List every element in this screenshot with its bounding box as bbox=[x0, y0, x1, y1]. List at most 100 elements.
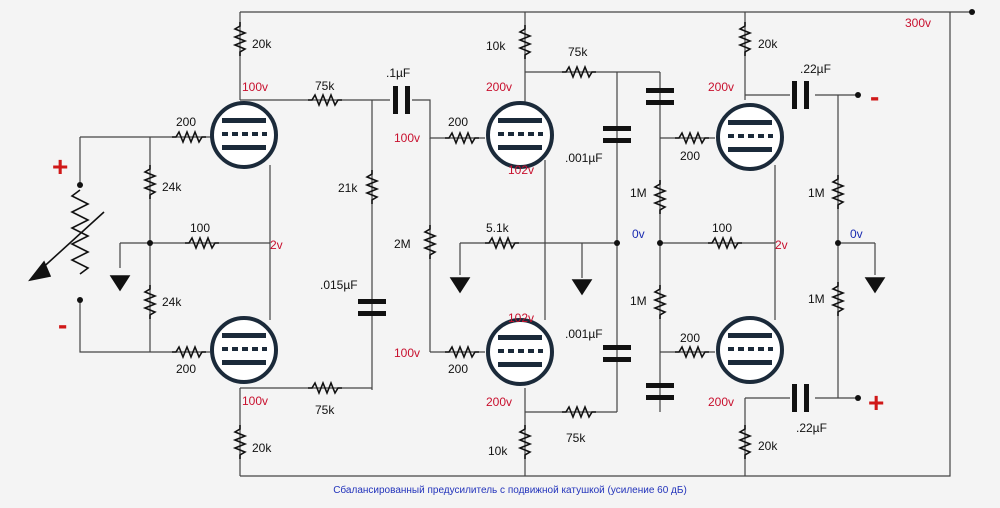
junction-dots bbox=[77, 9, 975, 401]
resistor-r7-200 bbox=[172, 344, 206, 360]
label-r18: 10k bbox=[488, 444, 508, 458]
label-r25: 20k bbox=[758, 439, 778, 453]
label-r26: 1M bbox=[808, 186, 825, 200]
resistor-r12-200 bbox=[445, 130, 479, 146]
resistor-r14-10k bbox=[517, 25, 533, 59]
label-r2: 75k bbox=[315, 79, 335, 93]
label-r9: 20k bbox=[252, 441, 272, 455]
label-r4: 24k bbox=[162, 180, 182, 194]
ground-icon bbox=[865, 277, 885, 293]
tube-v2b-icon bbox=[486, 318, 554, 386]
labels: 300v + - - + 20k 100v 200 24k 100 2v 24k… bbox=[52, 16, 931, 496]
capacitor-c8-022u bbox=[792, 384, 809, 412]
resistor-r27-1m bbox=[830, 282, 846, 316]
capacitors bbox=[358, 81, 809, 412]
capacitor-c5 bbox=[646, 88, 674, 105]
input-minus-sign: - bbox=[58, 309, 67, 340]
label-r14: 10k bbox=[486, 39, 506, 53]
voltage-v2b-plate: 200v bbox=[486, 395, 512, 409]
tube-v3b-icon bbox=[716, 316, 784, 384]
ground-icon bbox=[450, 277, 470, 293]
resistor-r15-75k bbox=[562, 64, 596, 80]
resistor-r3-200 bbox=[172, 129, 206, 145]
resistor-r21-200 bbox=[675, 130, 709, 146]
capacitor-c2-015u bbox=[358, 299, 386, 316]
label-r20: 1M bbox=[630, 294, 647, 308]
voltage-v2a-plate: 200v bbox=[486, 80, 512, 94]
resistor-r26-1m bbox=[830, 175, 846, 209]
tube-v1b-icon bbox=[210, 316, 278, 384]
label-r23: 200 bbox=[680, 331, 700, 345]
voltage-v1a-plate: 100v bbox=[242, 80, 268, 94]
resistor-r16-5k1 bbox=[485, 235, 519, 251]
resistor-r22-100 bbox=[708, 235, 742, 251]
voltage-v3b-plate: 200v bbox=[708, 395, 734, 409]
label-r24: 20k bbox=[758, 37, 778, 51]
capacitor-c3-001u bbox=[603, 126, 631, 143]
moving-coil-cartridge-icon bbox=[28, 189, 105, 282]
voltage-v2a-grid: 100v bbox=[394, 131, 420, 145]
label-r21: 200 bbox=[680, 149, 700, 163]
tube-v2a-icon bbox=[486, 101, 554, 169]
resistor-r8-75k bbox=[308, 380, 342, 396]
label-r11: 2M bbox=[394, 237, 411, 251]
diagram-caption: Сбалансированный предусилитель с подвижн… bbox=[333, 484, 687, 496]
input-plus-sign: + bbox=[52, 151, 68, 182]
resistor-r2-75k bbox=[308, 92, 342, 108]
label-r13: 200 bbox=[448, 362, 468, 376]
label-r10: 21k bbox=[338, 181, 358, 195]
voltage-v1b-plate: 100v bbox=[242, 394, 268, 408]
resistor-r18-10k bbox=[517, 425, 533, 459]
tube-v1a-icon bbox=[210, 101, 278, 169]
supply-voltage: 300v bbox=[905, 16, 931, 30]
label-r3: 200 bbox=[176, 115, 196, 129]
resistor-r17-75k bbox=[562, 404, 596, 420]
capacitor-c4-001u bbox=[603, 345, 631, 362]
resistor-r20-1m bbox=[652, 285, 668, 319]
label-c7: .22µF bbox=[800, 62, 831, 76]
label-r27: 1M bbox=[808, 292, 825, 306]
voltage-stage3-cathode: 2v bbox=[775, 238, 788, 252]
capacitor-c1-0u1 bbox=[393, 86, 410, 114]
label-c1: .1µF bbox=[386, 66, 410, 80]
resistor-r10-21k bbox=[364, 170, 380, 204]
voltage-stage1-cathode: 2v bbox=[270, 238, 283, 252]
resistor-r23-200 bbox=[675, 344, 709, 360]
label-c2: .015µF bbox=[320, 278, 358, 292]
resistor-r13-200 bbox=[445, 344, 479, 360]
voltage-stage2-center: 0v bbox=[632, 227, 645, 241]
output-minus-sign: - bbox=[870, 81, 879, 112]
resistor-r24-20k bbox=[737, 22, 753, 56]
label-r1: 20k bbox=[252, 37, 272, 51]
label-r12: 200 bbox=[448, 115, 468, 129]
label-r19: 1M bbox=[630, 186, 647, 200]
label-r17: 75k bbox=[566, 431, 586, 445]
label-r22: 100 bbox=[712, 221, 732, 235]
label-c4: .001µF bbox=[565, 327, 603, 341]
label-c8: .22µF bbox=[796, 421, 827, 435]
voltage-v2b-grid: 100v bbox=[394, 346, 420, 360]
resistors bbox=[142, 22, 846, 459]
label-r6: 24k bbox=[162, 295, 182, 309]
ground-icon bbox=[572, 279, 592, 295]
output-plus-sign: + bbox=[868, 387, 884, 418]
resistor-r19-1m bbox=[652, 180, 668, 214]
resistor-r9-20k bbox=[232, 425, 248, 459]
label-r7: 200 bbox=[176, 362, 196, 376]
voltage-output-center: 0v bbox=[850, 227, 863, 241]
voltage-v2b-cathode: 102v bbox=[508, 311, 534, 325]
ground-symbols bbox=[110, 275, 885, 295]
capacitor-c6 bbox=[646, 383, 674, 400]
voltage-v3a-plate: 200v bbox=[708, 80, 734, 94]
resistor-r1-20k bbox=[232, 22, 248, 56]
label-r15: 75k bbox=[568, 45, 588, 59]
voltage-v2a-cathode: 102v bbox=[508, 163, 534, 177]
label-r8: 75k bbox=[315, 403, 335, 417]
resistor-r11-2m bbox=[422, 225, 438, 259]
tube-v3a-icon bbox=[716, 103, 784, 171]
capacitor-c7-022u bbox=[792, 81, 809, 109]
resistor-r6-24k bbox=[142, 285, 158, 319]
resistor-r4-24k bbox=[142, 165, 158, 199]
resistor-r25-20k bbox=[737, 425, 753, 459]
